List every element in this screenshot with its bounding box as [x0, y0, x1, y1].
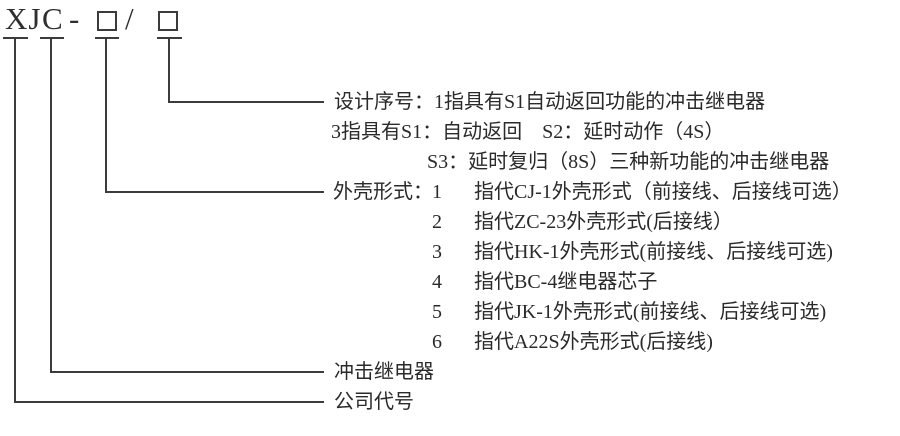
case-type-item-num: 5	[432, 301, 442, 323]
case-type-item-desc: 指代CJ-1外壳形式（前接线、后接线可选）	[474, 181, 852, 203]
leader-hline-design	[168, 101, 324, 103]
case-type-item-num: 2	[432, 211, 442, 233]
design-series-line-2: 3指具有S1：自动返回 S2：延时动作（4S）	[331, 121, 725, 143]
placeholder-box-design-series	[158, 11, 178, 31]
code-type-letter: C	[42, 1, 64, 36]
design-series-line-3: S3：延时复归（8S）三种新功能的冲击继电器	[427, 151, 830, 173]
case-type-item-desc: 指代ZC-23外壳形式(后接线）	[474, 211, 733, 233]
relay-label: 冲击继电器	[334, 361, 434, 383]
leader-hline-relay	[50, 371, 324, 373]
leader-vline-design	[168, 37, 170, 103]
leader-hline-company	[14, 401, 324, 403]
case-type-item-desc: 指代JK-1外壳形式(前接线、后接线可选)	[474, 301, 827, 323]
case-type-item-desc: 指代HK-1外壳形式(前接线、后接线可选)	[474, 241, 833, 263]
code-slash: /	[125, 1, 135, 36]
leader-hline-case	[105, 191, 324, 193]
company-code-label: 公司代号	[334, 391, 414, 413]
code-company-letters: XJ	[5, 1, 42, 36]
case-type-label: 外壳形式：	[333, 181, 433, 203]
case-type-item-desc: 指代BC-4继电器芯子	[474, 271, 658, 293]
case-type-item-num: 1	[432, 181, 442, 203]
tbar-case	[95, 37, 119, 39]
leader-vline-company	[14, 37, 16, 403]
case-type-item-num: 6	[432, 331, 442, 353]
case-type-item-desc: 指代A22S外壳形式(后接线)	[474, 331, 713, 353]
code-dash: -	[69, 1, 81, 36]
tbar-relay	[40, 37, 64, 39]
leader-vline-relay	[50, 37, 52, 373]
placeholder-box-case-type	[97, 11, 117, 31]
design-series-line-1: 设计序号：1指具有S1自动返回功能的冲击继电器	[334, 91, 766, 113]
case-type-item-num: 3	[432, 241, 442, 263]
case-type-item-num: 4	[432, 271, 442, 293]
leader-vline-case	[105, 37, 107, 193]
